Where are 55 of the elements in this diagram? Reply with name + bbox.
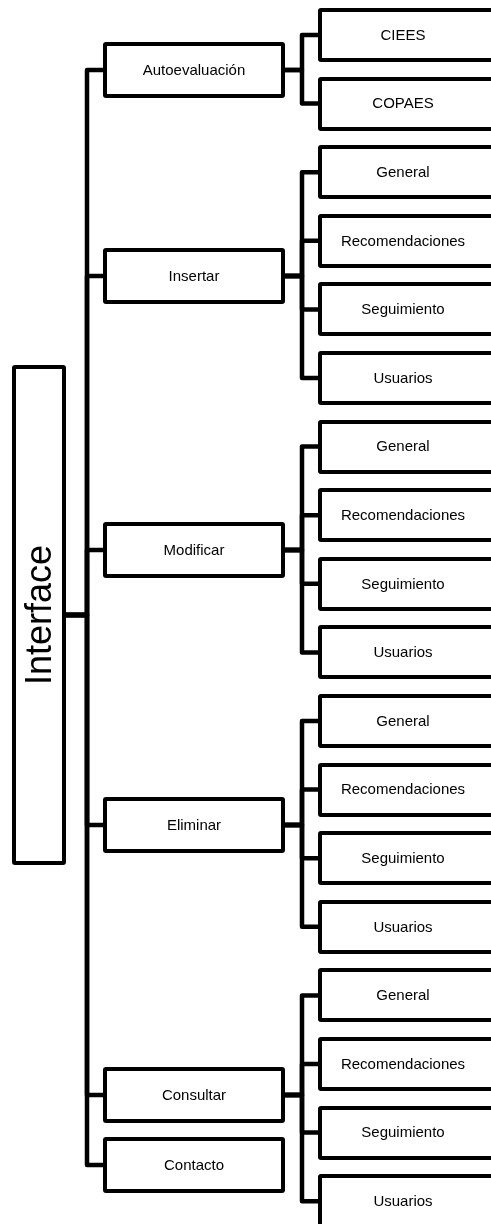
node-label: Seguimiento — [361, 573, 446, 594]
menu-box — [318, 8, 491, 62]
menu-box — [318, 419, 491, 474]
connector-line — [285, 67, 318, 106]
menu-box — [318, 899, 491, 954]
node-label: Eliminar — [166, 814, 222, 835]
node-label: COPAES — [372, 93, 435, 114]
menu-box — [318, 831, 491, 886]
node-label: General — [376, 161, 431, 182]
menu-box — [318, 213, 491, 268]
menu-box — [318, 1105, 491, 1160]
node-label: CIEES — [380, 24, 427, 45]
menu-box — [318, 351, 491, 405]
connector-line — [285, 822, 318, 930]
menu-box — [103, 797, 285, 853]
menu-box — [103, 42, 285, 98]
menu-box — [318, 556, 491, 611]
node-label: Modificar — [163, 539, 225, 560]
menu-box — [103, 1067, 285, 1123]
node-label: Recomendaciones — [340, 1053, 467, 1074]
node-label: Usuarios — [373, 367, 434, 388]
node-label: Seguimiento — [361, 847, 446, 868]
node-label: Recomendaciones — [340, 779, 467, 800]
node-label: General — [376, 436, 431, 457]
menu-box — [318, 625, 491, 680]
menu-box — [318, 76, 491, 131]
node-label: Usuarios — [373, 1190, 434, 1211]
root-box — [12, 365, 66, 865]
node-label: Recomendaciones — [340, 504, 467, 525]
menu-box — [318, 1037, 491, 1091]
menu-box — [103, 522, 285, 578]
menu-box — [103, 1137, 285, 1193]
menu-box — [318, 488, 491, 543]
connector-line — [285, 547, 318, 655]
connector-line — [285, 273, 318, 381]
node-label: Usuarios — [373, 642, 434, 663]
node-label: Contacto — [163, 1154, 224, 1175]
connector-line — [285, 1092, 318, 1204]
node-label: Usuarios — [373, 916, 434, 937]
menu-box — [318, 694, 491, 748]
node-label: Seguimiento — [361, 1122, 446, 1143]
menu-box — [318, 282, 491, 337]
node-label: Autoevaluación — [142, 59, 246, 80]
node-label: General — [376, 710, 431, 731]
node-label: Seguimiento — [361, 299, 446, 320]
node-label: Consultar — [161, 1084, 227, 1105]
menu-box — [318, 1174, 491, 1224]
node-label: Interface — [17, 544, 60, 686]
node-label: Insertar — [168, 265, 220, 286]
menu-box — [318, 762, 491, 817]
node-label: Recomendaciones — [340, 230, 467, 251]
menu-box — [318, 145, 491, 200]
menu-box — [318, 968, 491, 1023]
node-label: General — [376, 985, 431, 1006]
menu-box — [103, 248, 285, 304]
